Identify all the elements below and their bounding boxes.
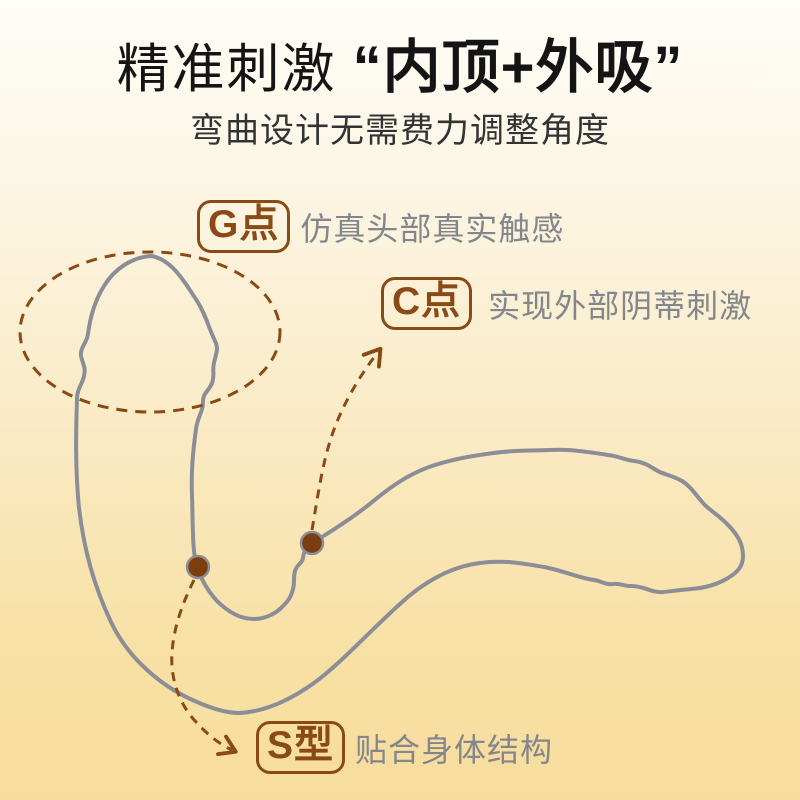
title-bold-part: “内顶+外吸” bbox=[352, 35, 684, 100]
s-shape-tag: S型 bbox=[256, 721, 346, 775]
c-spot-desc: 实现外部阴蒂刺激 bbox=[488, 287, 753, 324]
title-regular-part: 精准刺激 bbox=[116, 40, 337, 99]
c-spot-tag: C点 bbox=[381, 277, 473, 331]
s-shape-desc: 贴合身体结构 bbox=[355, 731, 554, 768]
callout-c-spot: C点 实现外部阴蒂刺激 bbox=[381, 277, 753, 331]
page-title: 精准刺激 “内顶+外吸” bbox=[0, 20, 800, 104]
arrow-to-c-spot bbox=[310, 346, 383, 531]
c-point-dot bbox=[299, 530, 325, 556]
callout-s-shape: S型 贴合身体结构 bbox=[256, 721, 554, 775]
g-point-dot bbox=[185, 554, 211, 580]
g-zone-dashed-ellipse bbox=[18, 250, 282, 414]
callout-g-spot: G点 仿真头部真实触感 bbox=[197, 200, 565, 254]
g-spot-desc: 仿真头部真实触感 bbox=[300, 210, 565, 247]
page-subtitle: 弯曲设计无需费力调整角度 bbox=[190, 112, 610, 150]
arrow-to-s-label bbox=[170, 579, 238, 757]
g-spot-tag: G点 bbox=[197, 200, 291, 254]
